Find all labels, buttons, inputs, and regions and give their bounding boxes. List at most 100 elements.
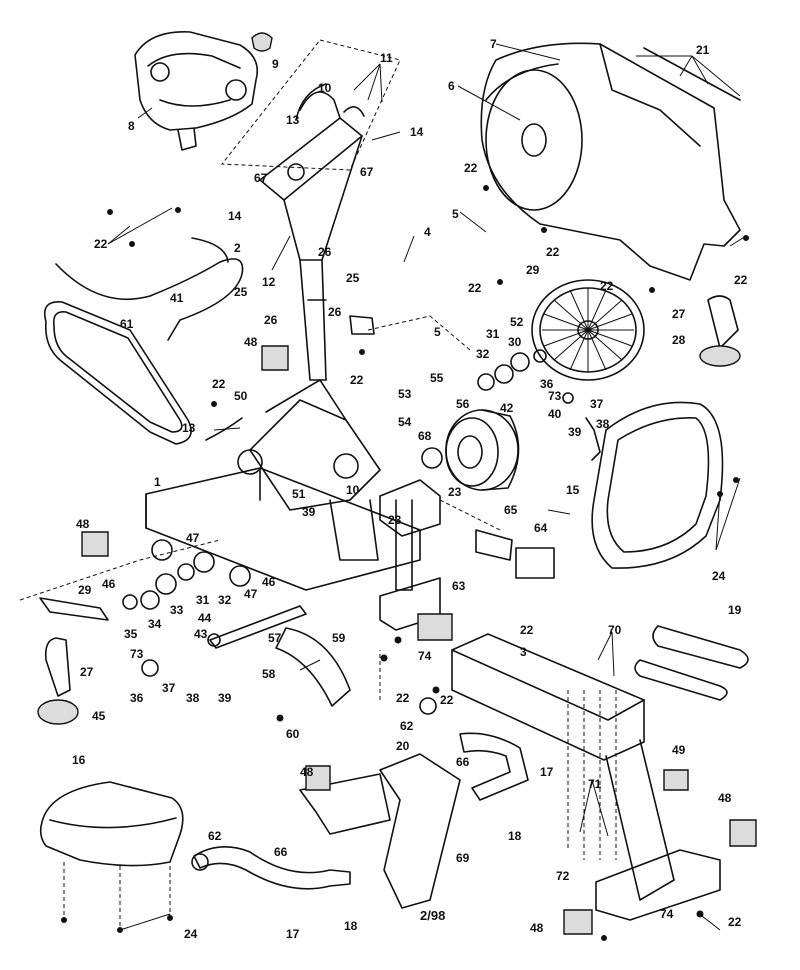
callout-61: 61 — [120, 317, 134, 331]
callout-6: 6 — [448, 79, 455, 93]
upright-assembly — [221, 39, 401, 381]
callout-40: 40 — [548, 407, 562, 421]
crank-and-pedals — [37, 295, 741, 725]
callout-25: 25 — [346, 271, 360, 285]
callout-23: 23 — [448, 485, 462, 499]
callout-46: 46 — [102, 577, 116, 591]
callout-13: 13 — [286, 113, 300, 127]
callout-13: 13 — [182, 421, 196, 435]
callout-65: 65 — [504, 503, 518, 517]
fasteners — [61, 185, 749, 941]
callout-48: 48 — [76, 517, 90, 531]
callout-22: 22 — [440, 693, 454, 707]
callout-8: 8 — [128, 119, 135, 133]
callout-62: 62 — [400, 719, 414, 733]
callout-49: 49 — [672, 743, 686, 757]
flywheel-assembly — [349, 279, 645, 491]
callout-39: 39 — [302, 505, 316, 519]
callout-55: 55 — [430, 371, 444, 385]
callout-7: 7 — [490, 37, 497, 51]
callout-48: 48 — [718, 791, 732, 805]
callout-74: 74 — [418, 649, 432, 663]
callout-37: 37 — [590, 397, 604, 411]
callout-22: 22 — [600, 279, 614, 293]
callout-42: 42 — [500, 401, 514, 415]
callout-50: 50 — [234, 389, 248, 403]
callout-5: 5 — [452, 207, 459, 221]
callout-22: 22 — [464, 161, 478, 175]
callout-17: 17 — [286, 927, 300, 941]
callout-18: 18 — [344, 919, 358, 933]
callout-22: 22 — [520, 623, 534, 637]
callout-22: 22 — [468, 281, 482, 295]
callout-73: 73 — [548, 389, 562, 403]
callout-37: 37 — [162, 681, 176, 695]
callout-22: 22 — [350, 373, 364, 387]
callout-64: 64 — [534, 521, 548, 535]
callout-52: 52 — [510, 315, 524, 329]
callout-28: 28 — [672, 333, 686, 347]
callout-67: 67 — [254, 171, 268, 185]
callout-22: 22 — [728, 915, 742, 929]
callout-10: 10 — [318, 81, 332, 95]
callout-41: 41 — [170, 291, 184, 305]
callout-labels: 7 21 6 9 11 10 8 13 14 67 67 22 14 22 2 … — [72, 37, 748, 941]
flywheel-spokes — [542, 288, 634, 372]
callout-54: 54 — [398, 415, 412, 429]
callout-19: 19 — [728, 603, 742, 617]
callout-5: 5 — [434, 325, 441, 339]
callout-22: 22 — [546, 245, 560, 259]
callout-26: 26 — [264, 313, 278, 327]
callout-45: 45 — [92, 709, 106, 723]
callout-30: 30 — [508, 335, 522, 349]
callout-39: 39 — [568, 425, 582, 439]
callout-36: 36 — [130, 691, 144, 705]
callout-18: 18 — [508, 829, 522, 843]
callout-20: 20 — [396, 739, 410, 753]
rear-stabilizer-and-grips — [451, 401, 757, 935]
callout-22: 22 — [734, 273, 748, 287]
callout-1: 1 — [154, 475, 161, 489]
callout-46: 46 — [262, 575, 276, 589]
callout-38: 38 — [186, 691, 200, 705]
callout-29: 29 — [526, 263, 540, 277]
callout-47: 47 — [244, 587, 258, 601]
callout-48: 48 — [300, 765, 314, 779]
callout-56: 56 — [456, 397, 470, 411]
callout-74: 74 — [660, 907, 674, 921]
callout-24: 24 — [184, 927, 198, 941]
callout-71: 71 — [588, 777, 602, 791]
callout-22: 22 — [212, 377, 226, 391]
callout-59: 59 — [332, 631, 346, 645]
callout-14: 14 — [410, 125, 424, 139]
callout-53: 53 — [398, 387, 412, 401]
callout-73: 73 — [130, 647, 144, 661]
callout-34: 34 — [148, 617, 162, 631]
callout-35: 35 — [124, 627, 138, 641]
callout-22: 22 — [396, 691, 410, 705]
callout-11: 11 — [380, 51, 393, 65]
shroud-assembly — [480, 42, 741, 281]
callout-48: 48 — [530, 921, 544, 935]
callout-38: 38 — [596, 417, 610, 431]
callout-33: 33 — [170, 603, 184, 617]
assembly-lines — [19, 315, 617, 930]
callout-63: 63 — [452, 579, 466, 593]
callout-66: 66 — [274, 845, 288, 859]
callout-22: 22 — [94, 237, 108, 251]
callout-39: 39 — [218, 691, 232, 705]
callout-60: 60 — [286, 727, 300, 741]
callout-57: 57 — [268, 631, 282, 645]
callout-3: 3 — [520, 645, 527, 659]
callout-10: 10 — [346, 483, 360, 497]
callout-26: 26 — [328, 305, 342, 319]
callout-44: 44 — [198, 611, 212, 625]
callout-2: 2 — [234, 241, 241, 255]
callout-14: 14 — [228, 209, 242, 223]
callout-15: 15 — [566, 483, 580, 497]
seat-assembly — [39, 697, 529, 909]
leader-lines — [107, 43, 747, 931]
callout-62: 62 — [208, 829, 222, 843]
callout-66: 66 — [456, 755, 470, 769]
